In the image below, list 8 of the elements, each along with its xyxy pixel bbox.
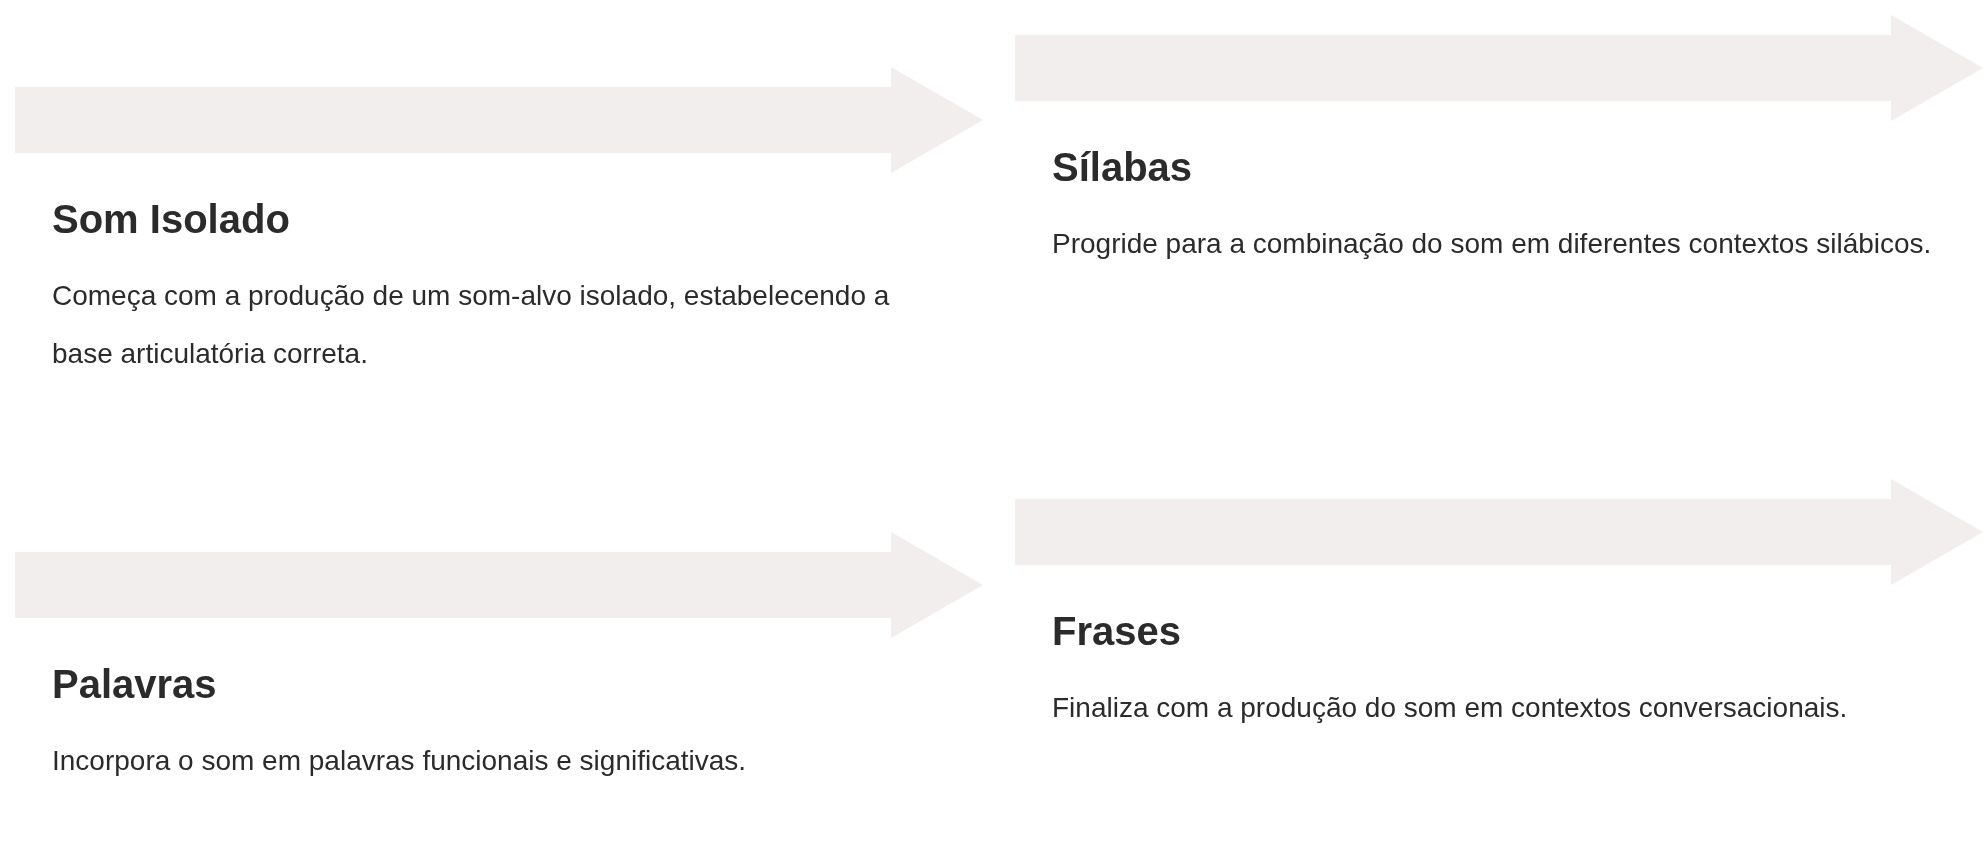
- step-description: Incorpora o som em palavras funcionais e significativas.: [52, 744, 748, 778]
- step-heading: Palavras: [52, 661, 217, 708]
- step-description: Finaliza com a produção do som em contextos conversacionais.: [1052, 691, 1849, 725]
- step-description: Progride para a combinação do som em diferentes contextos silábicos.: [1052, 227, 1933, 261]
- step-description: Começa com a produção de um som-alvo isolado, estabelecendo a base articulatória correta.: [52, 279, 891, 371]
- step-heading: Sílabas: [1052, 144, 1193, 191]
- step-heading: Som Isolado: [52, 196, 290, 243]
- step-heading: Frases: [1052, 608, 1181, 655]
